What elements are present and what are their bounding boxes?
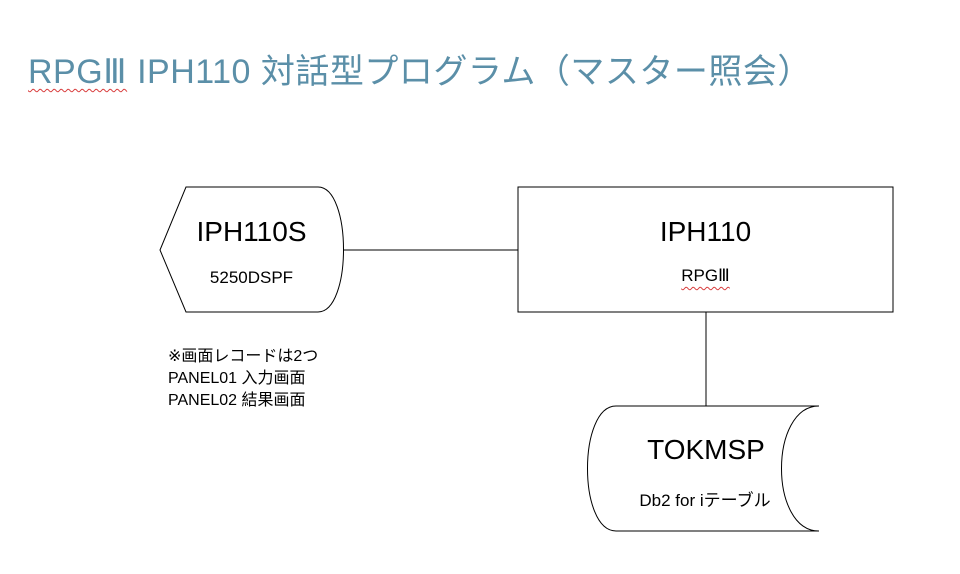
note-line: ※画面レコードは2つ: [168, 348, 319, 365]
program-type-wrap: RPGⅢ: [518, 266, 893, 286]
program-type: RPGⅢ: [681, 266, 730, 285]
program-box: [517, 186, 894, 313]
table-type: Db2 for iテーブル: [639, 491, 771, 510]
note-line: PANEL01 入力画面: [168, 370, 306, 387]
display-shape: [159, 186, 344, 313]
table-name: TOKMSP: [647, 434, 765, 465]
slide-title: RPGⅢ IPH110 対話型プログラム（マスター照会）: [28, 44, 812, 93]
table-shape: [587, 405, 820, 532]
display-file-name: IPH110S: [196, 216, 307, 247]
title-prefix: RPGⅢ: [28, 53, 128, 91]
program-name: IPH110: [659, 216, 752, 247]
screen-record-note: ※画面レコードは2つ PANEL01 入力画面 PANEL02 結果画面: [168, 346, 318, 412]
note-line: PANEL02 結果画面: [168, 392, 306, 409]
title-rest: IPH110 対話型プログラム（マスター照会）: [127, 53, 812, 91]
display-file-type: 5250DSPF: [209, 268, 294, 287]
